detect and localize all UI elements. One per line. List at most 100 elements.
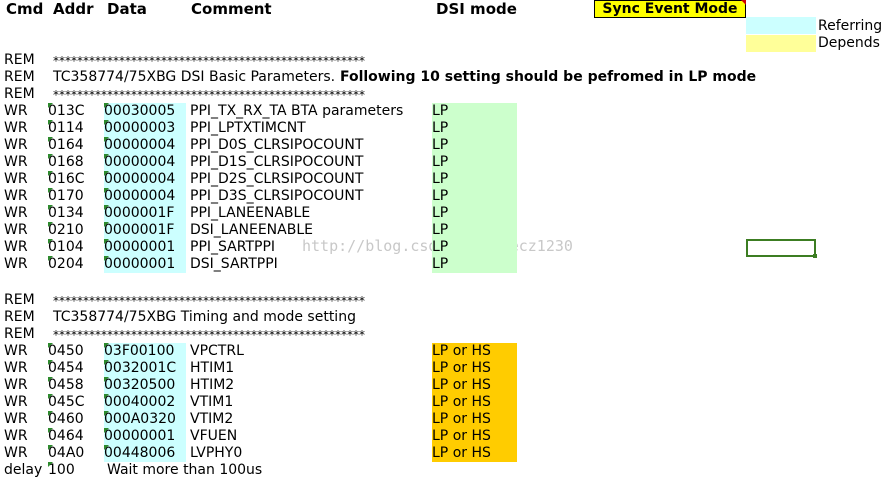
- header-dsi-mode[interactable]: DSI mode: [436, 0, 517, 18]
- row-addr[interactable]: 100: [48, 462, 75, 479]
- row-addr[interactable]: 0114: [48, 120, 104, 137]
- section1-rem-1[interactable]: REM: [4, 52, 35, 69]
- row-dsi-mode[interactable]: LP: [432, 256, 517, 273]
- row-data[interactable]: 00320500: [104, 377, 186, 394]
- row-addr[interactable]: 0450: [48, 343, 104, 360]
- row-data[interactable]: 0032001C: [104, 360, 186, 377]
- row-cmd[interactable]: WR: [4, 120, 28, 137]
- header-addr[interactable]: Addr: [53, 0, 94, 18]
- row-comment[interactable]: VPCTRL: [190, 343, 244, 360]
- row-cmd[interactable]: WR: [4, 239, 28, 256]
- row-cmd[interactable]: WR: [4, 137, 28, 154]
- row-dsi-mode[interactable]: LP or HS: [432, 360, 517, 377]
- row-dsi-mode[interactable]: LP or HS: [432, 428, 517, 445]
- section1-title[interactable]: TC358774/75XBG DSI Basic Parameters. Fol…: [53, 69, 756, 86]
- header-data[interactable]: Data: [107, 0, 147, 18]
- section2-rem-2[interactable]: REM: [4, 309, 35, 326]
- row-cmd[interactable]: WR: [4, 222, 28, 239]
- row-comment[interactable]: LVPHY0: [190, 445, 242, 462]
- row-addr[interactable]: 0104: [48, 239, 104, 256]
- row-data[interactable]: 00000001: [104, 428, 186, 445]
- row-data[interactable]: 00040002: [104, 394, 186, 411]
- row-cmd[interactable]: delay: [4, 462, 42, 479]
- section1-stars-bottom[interactable]: ****************************************…: [53, 87, 365, 104]
- row-comment[interactable]: PPI_TX_RX_TA BTA parameters: [190, 103, 403, 120]
- row-addr[interactable]: 045C: [48, 394, 104, 411]
- fill-handle[interactable]: [813, 254, 817, 258]
- row-addr[interactable]: 0458: [48, 377, 104, 394]
- row-data[interactable]: 0000001F: [104, 205, 186, 222]
- header-comment[interactable]: Comment: [191, 0, 272, 18]
- row-dsi-mode[interactable]: LP: [432, 239, 517, 256]
- row-comment[interactable]: VFUEN: [190, 428, 237, 445]
- row-addr[interactable]: 0454: [48, 360, 104, 377]
- row-dsi-mode[interactable]: LP: [432, 205, 517, 222]
- row-dsi-mode[interactable]: LP or HS: [432, 377, 517, 394]
- sync-event-mode-cell[interactable]: Sync Event Mode: [594, 0, 746, 18]
- row-data[interactable]: 00000001: [104, 256, 186, 273]
- row-data[interactable]: 00000001: [104, 239, 186, 256]
- row-comment[interactable]: PPI_D0S_CLRSIPOCOUNT: [190, 137, 363, 154]
- legend-depends-swatch[interactable]: [746, 35, 816, 52]
- legend-referring-swatch[interactable]: [746, 17, 816, 34]
- row-dsi-mode[interactable]: LP: [432, 222, 517, 239]
- row-cmd[interactable]: WR: [4, 343, 28, 360]
- row-cmd[interactable]: WR: [4, 377, 28, 394]
- row-comment[interactable]: PPI_D1S_CLRSIPOCOUNT: [190, 154, 363, 171]
- row-dsi-mode[interactable]: LP: [432, 171, 517, 188]
- section2-stars-bottom[interactable]: ****************************************…: [53, 327, 365, 344]
- legend-referring-label[interactable]: Referring: [818, 18, 883, 34]
- row-dsi-mode[interactable]: LP or HS: [432, 411, 517, 428]
- row-addr[interactable]: 0204: [48, 256, 104, 273]
- row-addr[interactable]: 013C: [48, 103, 104, 120]
- row-addr[interactable]: 0168: [48, 154, 104, 171]
- row-dsi-mode[interactable]: LP: [432, 137, 517, 154]
- legend-depends-label[interactable]: Depends: [818, 35, 880, 51]
- row-dsi-mode[interactable]: LP: [432, 103, 517, 120]
- row-comment[interactable]: DSI_LANEENABLE: [190, 222, 313, 239]
- row-data[interactable]: 00000004: [104, 137, 186, 154]
- row-addr[interactable]: 0170: [48, 188, 104, 205]
- row-cmd[interactable]: WR: [4, 360, 28, 377]
- row-data[interactable]: 00000004: [104, 154, 186, 171]
- row-cmd[interactable]: WR: [4, 445, 28, 462]
- row-cmd[interactable]: WR: [4, 154, 28, 171]
- row-cmd[interactable]: WR: [4, 205, 28, 222]
- row-data[interactable]: 000A0320: [104, 411, 186, 428]
- row-dsi-mode[interactable]: LP: [432, 120, 517, 137]
- section2-rem-3[interactable]: REM: [4, 326, 35, 343]
- row-data[interactable]: 0000001F: [104, 222, 186, 239]
- row-comment[interactable]: PPI_D2S_CLRSIPOCOUNT: [190, 171, 363, 188]
- row-addr[interactable]: 0210: [48, 222, 104, 239]
- row-cmd[interactable]: WR: [4, 256, 28, 273]
- row-addr[interactable]: 0134: [48, 205, 104, 222]
- row-comment[interactable]: PPI_D3S_CLRSIPOCOUNT: [190, 188, 363, 205]
- row-comment[interactable]: HTIM1: [190, 360, 234, 377]
- row-addr[interactable]: 0460: [48, 411, 104, 428]
- section2-stars-top[interactable]: ****************************************…: [53, 293, 365, 310]
- row-addr[interactable]: 04A0: [48, 445, 104, 462]
- row-cmd[interactable]: WR: [4, 188, 28, 205]
- row-cmd[interactable]: WR: [4, 103, 28, 120]
- row-comment[interactable]: PPI_LANEENABLE: [190, 205, 310, 222]
- row-dsi-mode[interactable]: LP: [432, 154, 517, 171]
- header-cmd[interactable]: Cmd: [6, 0, 44, 18]
- section1-rem-3[interactable]: REM: [4, 86, 35, 103]
- section2-title[interactable]: TC358774/75XBG Timing and mode setting: [53, 309, 356, 326]
- row-comment[interactable]: PPI_LPTXTIMCNT: [190, 120, 306, 137]
- row-data[interactable]: 00030005: [104, 103, 186, 120]
- row-data[interactable]: 00000004: [104, 171, 186, 188]
- row-comment[interactable]: VTIM1: [190, 394, 233, 411]
- row-dsi-mode[interactable]: LP or HS: [432, 343, 517, 360]
- row-cmd[interactable]: WR: [4, 171, 28, 188]
- section2-rem-1[interactable]: REM: [4, 292, 35, 309]
- row-comment[interactable]: VTIM2: [190, 411, 233, 428]
- selected-cell[interactable]: [746, 239, 817, 258]
- section1-stars-top[interactable]: ****************************************…: [53, 53, 365, 70]
- row-addr[interactable]: 0164: [48, 137, 104, 154]
- row-dsi-mode[interactable]: LP or HS: [432, 394, 517, 411]
- row-data[interactable]: 00000003: [104, 120, 186, 137]
- row-comment[interactable]: HTIM2: [190, 377, 234, 394]
- row-data[interactable]: 00000004: [104, 188, 186, 205]
- row-dsi-mode[interactable]: LP: [432, 188, 517, 205]
